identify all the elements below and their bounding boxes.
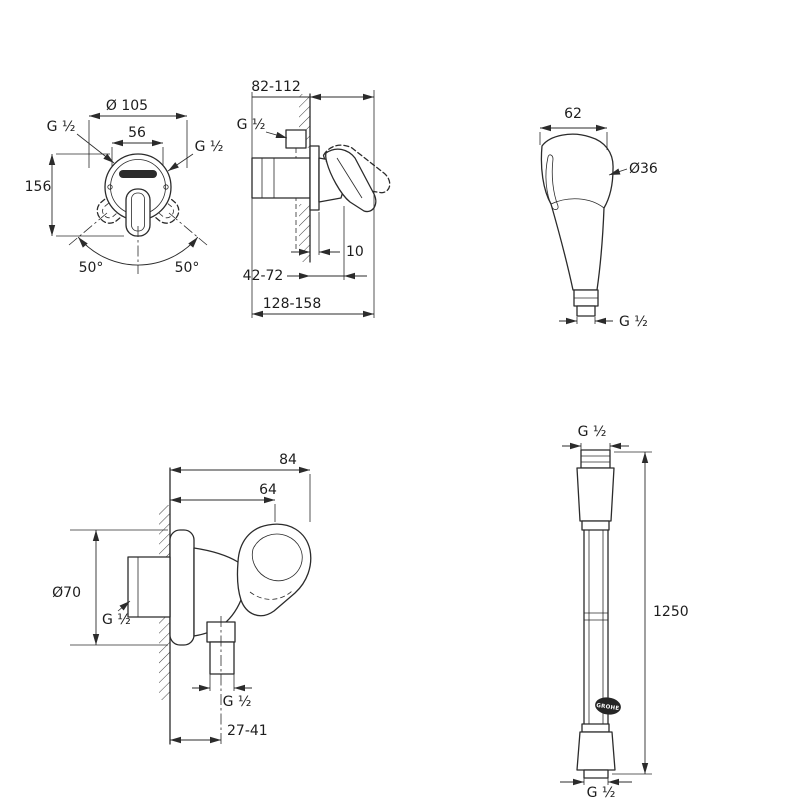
thread-top-left-label: G ½ — [47, 119, 76, 135]
hand-shower-outline — [540, 133, 614, 291]
hand-shower-view: 62 Ø36 G ½ — [539, 106, 658, 330]
dim-escutcheon-diameter-label: Ø70 — [52, 585, 81, 601]
dim-escutcheon-diameter: Ø70 — [52, 529, 168, 646]
escutcheon-side — [309, 145, 320, 211]
dim-escutcheon-gap-label: 10 — [346, 244, 364, 260]
dim-escutcheon-gap: 10 — [291, 212, 364, 260]
dim-height-label: 156 — [25, 179, 52, 195]
dim-thread-inlet: G ½ — [102, 600, 131, 628]
hose-body — [583, 529, 609, 725]
hose-bottom-fitting — [576, 723, 616, 779]
dim-thread-top-left: G ½ — [47, 119, 115, 164]
spout-slot — [119, 170, 157, 178]
dim-embed-range: 42-72 — [243, 206, 367, 284]
hose-thread-bottom-label: G ½ — [587, 785, 616, 800]
dim-handle-diameter: Ø36 — [608, 161, 658, 177]
dim-total-range-label: 128-158 — [263, 296, 322, 312]
dim-hose-length: 1250 — [612, 451, 689, 775]
wall-union-view: 84 64 Ø70 G ½ G ½ 27-41 — [52, 452, 312, 745]
dim-total-range: 128-158 — [252, 296, 374, 318]
dim-angle-right-label: 50° — [175, 260, 200, 276]
dim-head-width: 62 — [539, 106, 608, 150]
thread-right-label: G ½ — [195, 139, 224, 155]
hose-view: G ½ GROHE — [560, 424, 689, 800]
dim-spout-width: 56 — [111, 125, 164, 166]
dim-head-width-label: 62 — [564, 106, 582, 122]
hand-shower-connector — [573, 289, 599, 317]
shower-holder-cup — [236, 523, 312, 617]
dim-swing-diameter: Ø 105 — [88, 98, 188, 168]
dim-angle-left-label: 50° — [79, 260, 104, 276]
grohe-badge: GROHE — [595, 697, 621, 715]
dim-embed-range-label: 42-72 — [243, 268, 284, 284]
swing-centerlines — [68, 212, 208, 274]
dim-handle-diameter-label: Ø36 — [629, 161, 658, 177]
shower-thread-label: G ½ — [619, 314, 648, 330]
thread-outlet-label: G ½ — [223, 694, 252, 710]
hose-thread-top-label: G ½ — [578, 424, 607, 440]
dim-swing-diameter-label: Ø 105 — [106, 98, 148, 114]
mixer-side-view: 82-112 G ½ 10 42-72 128-158 — [237, 79, 391, 318]
dim-spout-width-label: 56 — [128, 125, 146, 141]
dim-height-156: 156 — [25, 153, 124, 237]
mixer-escutcheon — [104, 153, 172, 221]
mixer-body-embedded — [251, 157, 311, 199]
grohe-badge-label: GROHE — [596, 703, 620, 712]
dim-outlet-offset: 27-41 — [170, 723, 268, 744]
thread-supply-label: G ½ — [237, 117, 266, 133]
spray-control-lever — [545, 154, 559, 210]
union-escutcheon — [169, 529, 195, 646]
dim-total-depth-label: 84 — [279, 452, 297, 468]
dim-hose-thread-bottom: G ½ — [560, 778, 632, 800]
dim-holder-depth-label: 64 — [259, 482, 277, 498]
dim-thread-right: G ½ — [167, 139, 224, 172]
outlet-nipple — [206, 616, 236, 744]
dim-depth-range-label: 82-112 — [251, 79, 301, 95]
thread-inlet-label: G ½ — [102, 612, 131, 628]
dim-thread-outlet: G ½ — [192, 674, 252, 710]
dim-holder-depth: 64 — [170, 482, 277, 522]
hose-top-fitting — [576, 449, 615, 531]
dim-total-depth: 84 — [170, 452, 311, 522]
angle-arc — [77, 236, 199, 266]
dim-shower-thread: G ½ — [559, 314, 648, 330]
lever-handle-side — [324, 148, 377, 213]
dim-depth-range: 82-112 — [251, 79, 375, 318]
dim-hose-thread-top: G ½ — [562, 424, 629, 450]
dim-thread-supply: G ½ — [237, 117, 288, 139]
dim-hose-length-label: 1250 — [653, 604, 689, 620]
dim-outlet-offset-label: 27-41 — [227, 723, 268, 739]
mixer-front-view: Ø 105 G ½ 56 G ½ 156 50° 50° — [25, 98, 224, 276]
inlet-flange — [127, 556, 171, 618]
